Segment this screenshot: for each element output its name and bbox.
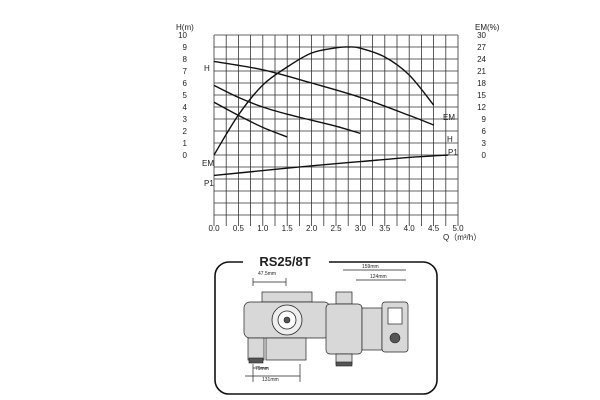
curve-label-p1-left: P1 <box>204 179 214 188</box>
dimension-47-5: 47.5mm <box>258 271 276 277</box>
x-tick-label: 1.0 <box>257 224 269 233</box>
y-left-tick-label: 5 <box>183 91 188 100</box>
dimension-159: 159mm <box>362 264 379 270</box>
y-right-tick-label: 24 <box>477 55 486 64</box>
y-right-tick-label: 6 <box>482 127 487 136</box>
curve-label-h-left: H <box>204 64 210 73</box>
drawing-title-backdrop <box>243 252 329 270</box>
pump-front-view <box>243 278 331 382</box>
y-left-tick-label: 7 <box>183 67 188 76</box>
y-left-tick-label: 9 <box>183 43 188 52</box>
x-tick-label: 1.5 <box>282 224 294 233</box>
curve-label-p1-right: P1 <box>448 148 458 157</box>
y-right-tick-label: 15 <box>477 91 486 100</box>
pump-side-view <box>325 269 409 367</box>
y-right-tick-label: 0 <box>482 151 487 160</box>
y-right-tick-label: 27 <box>477 43 486 52</box>
y-left-tick-label: 0 <box>183 151 188 160</box>
dimension-124: 124mm <box>370 274 387 280</box>
curve-label-em-right: EM <box>443 113 455 122</box>
x-tick-label: 4.5 <box>428 224 440 233</box>
y-left-tick-label: 10 <box>178 31 187 40</box>
y-left-tick-label: 4 <box>183 103 188 112</box>
pump-dimension-drawing: RS25/8T 47.5mm 79mm 131mm <box>214 252 438 395</box>
y-left-tick-label: 6 <box>183 79 188 88</box>
y-left-tick-label: 2 <box>183 127 188 136</box>
x-tick-label: 0.5 <box>233 224 245 233</box>
x-tick-label: 2.5 <box>330 224 342 233</box>
x-tick-label: 2.0 <box>306 224 318 233</box>
y-left-tick-label: 1 <box>183 139 188 148</box>
series-line-em-3 <box>213 46 435 156</box>
y-right-tick-label: 9 <box>482 115 487 124</box>
x-tick-label: 3.0 <box>355 224 367 233</box>
y-left-tick-label: 8 <box>183 55 188 64</box>
x-tick-label: 5.0 <box>452 224 464 233</box>
chart-curves <box>213 46 449 177</box>
y-right-tick-label: 3 <box>482 139 487 148</box>
dimension-131: 131mm <box>262 377 279 383</box>
x-tick-label: 4.0 <box>404 224 416 233</box>
y-right-tick-label: 21 <box>477 67 486 76</box>
series-line-h-2 <box>213 101 288 138</box>
y-right-tick-label: 12 <box>477 103 486 112</box>
curve-label-em-left: EM <box>202 159 214 168</box>
curve-label-h-right: H <box>447 135 453 144</box>
dimension-79: 79mm <box>255 366 269 372</box>
x-tick-label: 0.0 <box>208 224 220 233</box>
y-right-tick-label: 30 <box>477 31 486 40</box>
series-line-p1-4 <box>213 154 449 177</box>
drawing-title: RS25/8T <box>259 254 310 269</box>
x-axis-title: Q（m³/h） <box>443 233 481 242</box>
series-line-h-1 <box>213 84 361 135</box>
x-tick-label: 3.5 <box>379 224 391 233</box>
chart-grid <box>213 34 459 226</box>
y-right-tick-label: 18 <box>477 79 486 88</box>
y-left-axis-title: H(m) <box>176 23 194 32</box>
series-line-h-0 <box>213 60 434 126</box>
y-left-tick-label: 3 <box>183 115 188 124</box>
y-right-axis-title: EM(%) <box>475 23 500 32</box>
